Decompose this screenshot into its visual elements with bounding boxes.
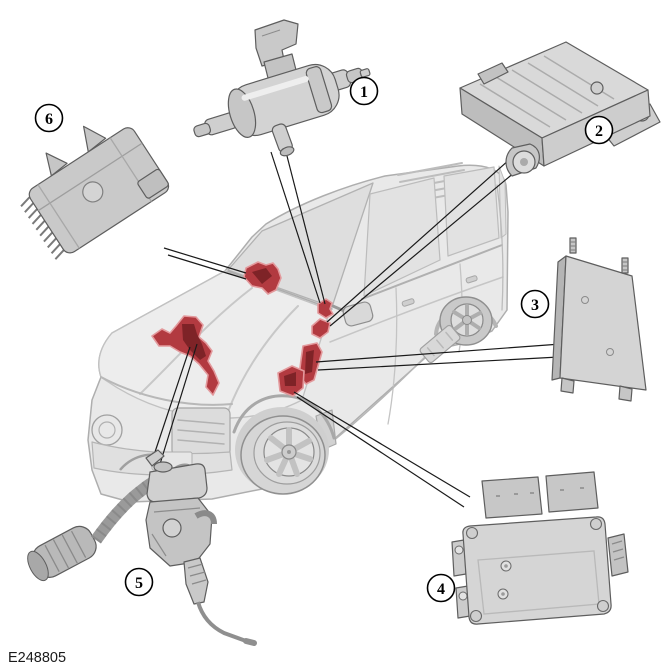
comp5-outlet — [194, 510, 217, 525]
leader-line-4b — [296, 396, 465, 508]
leader-line-2a — [326, 159, 510, 323]
leader-line-6a — [163, 247, 247, 274]
callout-4-circle — [426, 573, 456, 603]
comp2-grommet-center — [520, 158, 528, 166]
leader-line-3a — [315, 343, 562, 363]
grille — [171, 407, 231, 457]
headlight-inner — [98, 421, 116, 439]
component-5-illustration — [27, 449, 257, 646]
comp4-ear-hole-2 — [458, 591, 468, 601]
callout-3-number: 3 — [531, 297, 539, 314]
comp3-foot-left — [560, 377, 575, 394]
component-6-illustration — [20, 125, 170, 260]
callout-1-circle — [349, 76, 379, 106]
comp1-body — [193, 63, 371, 138]
comp5-rod — [196, 601, 247, 643]
headlight — [91, 414, 123, 446]
highlight-cowl-center — [317, 298, 334, 319]
callout-1: 1 — [349, 76, 379, 106]
comp3-studs — [569, 237, 629, 274]
comp6-fins — [20, 196, 65, 260]
comp4-right-bracket — [607, 533, 629, 577]
comp2-bolt — [590, 81, 604, 95]
comp3-dimple-1 — [581, 296, 589, 304]
front-door-window — [363, 177, 441, 297]
comp5-connector — [27, 525, 97, 582]
comp5-mount-tab — [145, 449, 165, 467]
hood — [98, 270, 331, 419]
callout-5-number: 5 — [135, 575, 143, 592]
comp6-connector — [137, 168, 169, 199]
callout-1-number: 1 — [360, 84, 368, 101]
comp2-ribs — [479, 55, 615, 128]
leader-lines — [151, 151, 562, 508]
component-3-illustration — [551, 237, 647, 402]
component-4-illustration — [451, 471, 629, 625]
callout-4: 4 — [426, 573, 456, 603]
comp5-cap — [153, 461, 173, 473]
comp1-bottom-port — [271, 123, 295, 157]
comp5-rod-tip — [243, 638, 257, 646]
door-handle-rear — [465, 275, 478, 284]
leader-line-5b — [159, 343, 198, 465]
comp2-top-detail — [477, 62, 509, 85]
comp5-pump-face — [162, 518, 182, 538]
door-handle-front — [401, 298, 415, 307]
component-1-illustration — [193, 19, 371, 157]
callout-6: 6 — [34, 103, 64, 133]
comp4-body — [462, 516, 612, 625]
comp4-connector-pins — [496, 487, 584, 497]
highlight-harness — [151, 315, 220, 396]
callout-3: 3 — [520, 289, 550, 319]
comp1-bracket — [254, 19, 299, 67]
comp3-dimple-2 — [606, 348, 614, 356]
leader-line-1b — [286, 155, 326, 305]
highlight-harness-shade — [182, 324, 206, 360]
callout-2: 2 — [584, 115, 614, 145]
comp3-foot-right — [618, 385, 633, 402]
callout-6-number: 6 — [45, 111, 53, 128]
comp5-cluster-lines — [151, 507, 201, 557]
callout-4-number: 4 — [437, 581, 445, 598]
comp6-facet-line — [37, 142, 143, 212]
callout-2-number: 2 — [595, 123, 603, 140]
leader-line-4a — [293, 391, 471, 498]
comp5-reservoir — [146, 463, 208, 503]
location-highlights — [151, 261, 334, 397]
callout-6-circle — [34, 103, 64, 133]
comp4-connector-left — [481, 476, 543, 519]
leader-line-5a — [151, 346, 191, 462]
highlight-fender-side-shade — [305, 350, 314, 374]
comp4-hole-1-pin — [504, 564, 508, 568]
comp6-tab-2 — [82, 125, 107, 153]
rear-wheel — [434, 296, 498, 346]
figure-code: E248805 — [8, 650, 66, 666]
comp4-corner-bosses — [465, 517, 610, 623]
highlight-lower-apron-shade — [284, 372, 296, 386]
comp4-connector-right — [545, 471, 599, 513]
vehicle-illustration — [87, 162, 509, 503]
leader-line-1a — [270, 151, 321, 304]
callout-2-circle — [584, 115, 614, 145]
comp6-emblem — [82, 181, 104, 203]
comp4-hole-2-pin — [501, 592, 505, 596]
callout-5-circle — [124, 567, 154, 597]
leader-line-2b — [329, 171, 516, 327]
highlight-cowl-left-shade — [252, 268, 272, 284]
leader-line-3b — [317, 356, 560, 371]
highlight-cowl-right — [311, 318, 331, 339]
callout-5: 5 — [124, 567, 154, 597]
comp3-face — [559, 255, 647, 391]
front-wheel — [232, 394, 336, 495]
comp5-lower-bracket — [183, 557, 209, 605]
comp4-ear-hole-1 — [454, 545, 464, 555]
callout-3-circle — [520, 289, 550, 319]
comp5-bracket-fins — [187, 563, 207, 585]
comp1-bracket-line — [261, 29, 281, 37]
comp4-bracket-fins — [611, 540, 625, 561]
component-2-illustration — [459, 41, 661, 177]
leader-line-6b — [167, 254, 247, 280]
comp6-tab-1 — [45, 152, 68, 177]
